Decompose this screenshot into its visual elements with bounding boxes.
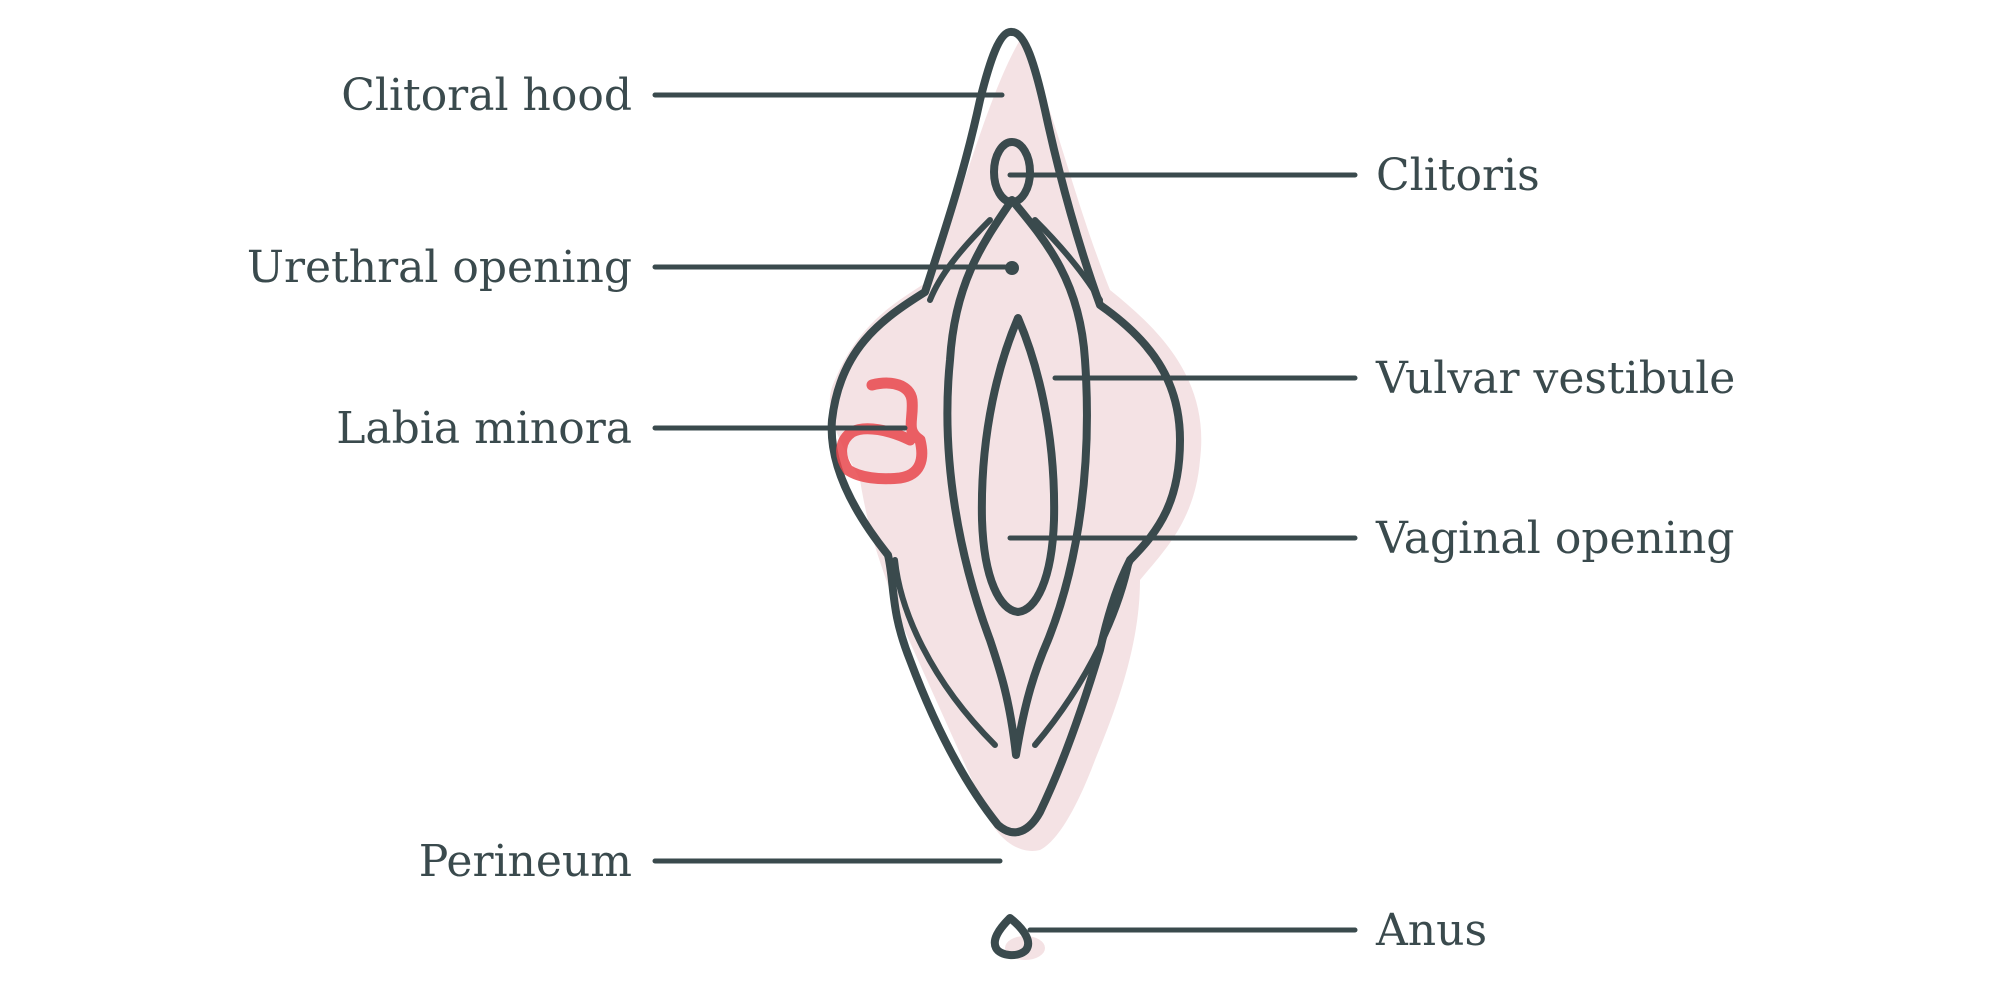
- left-lower-lip: [892, 557, 998, 748]
- vaginal-opening-outline: [977, 314, 1059, 616]
- fill-shadow: [829, 40, 1202, 960]
- label-perineum: Perineum: [419, 836, 632, 887]
- label-clitoral-hood: Clitoral hood: [341, 70, 632, 121]
- anus-shape: [990, 914, 1033, 959]
- labia-minora-outline: [943, 196, 1091, 759]
- left-upper-fold: [927, 217, 993, 303]
- red-marker-glyph: [836, 377, 928, 485]
- label-clitoris: Clitoris: [1376, 150, 1540, 201]
- right-lower-lip: [1032, 557, 1133, 748]
- clitoris-shape: [990, 138, 1034, 206]
- label-anus: Anus: [1375, 905, 1487, 956]
- label-vaginal-opening: Vaginal opening: [1375, 513, 1734, 564]
- label-urethral-opening: Urethral opening: [247, 242, 632, 293]
- urethral-opening-dot: [1005, 261, 1019, 275]
- label-labia-minora: Labia minora: [336, 403, 632, 454]
- outer-labia-outline: [827, 28, 1184, 837]
- right-upper-fold: [1032, 217, 1103, 303]
- label-vulvar-vestibule: Vulvar vestibule: [1375, 353, 1735, 404]
